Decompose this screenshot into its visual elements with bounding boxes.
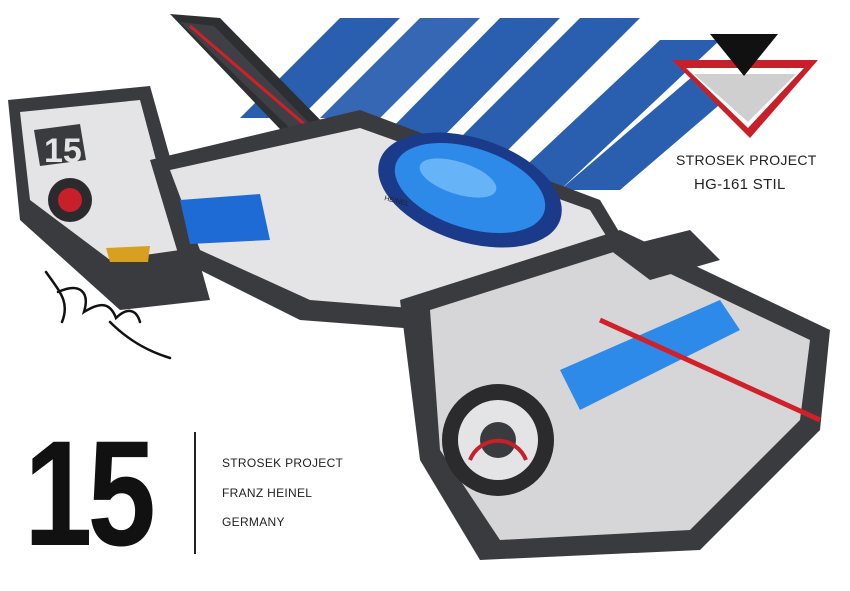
strosek-emblem-icon — [672, 34, 818, 138]
project-model: HG-161 STIL — [694, 176, 786, 193]
race-number: 15 — [24, 409, 156, 577]
info-driver: FRANZ HEINEL — [222, 486, 313, 500]
info-country: GERMANY — [222, 515, 285, 529]
project-title: STROSEK PROJECT — [676, 152, 817, 168]
info-divider — [194, 432, 196, 554]
info-team: STROSEK PROJECT — [222, 456, 344, 470]
car-body-number: 15 — [44, 132, 82, 170]
artist-signature-icon — [44, 270, 172, 360]
